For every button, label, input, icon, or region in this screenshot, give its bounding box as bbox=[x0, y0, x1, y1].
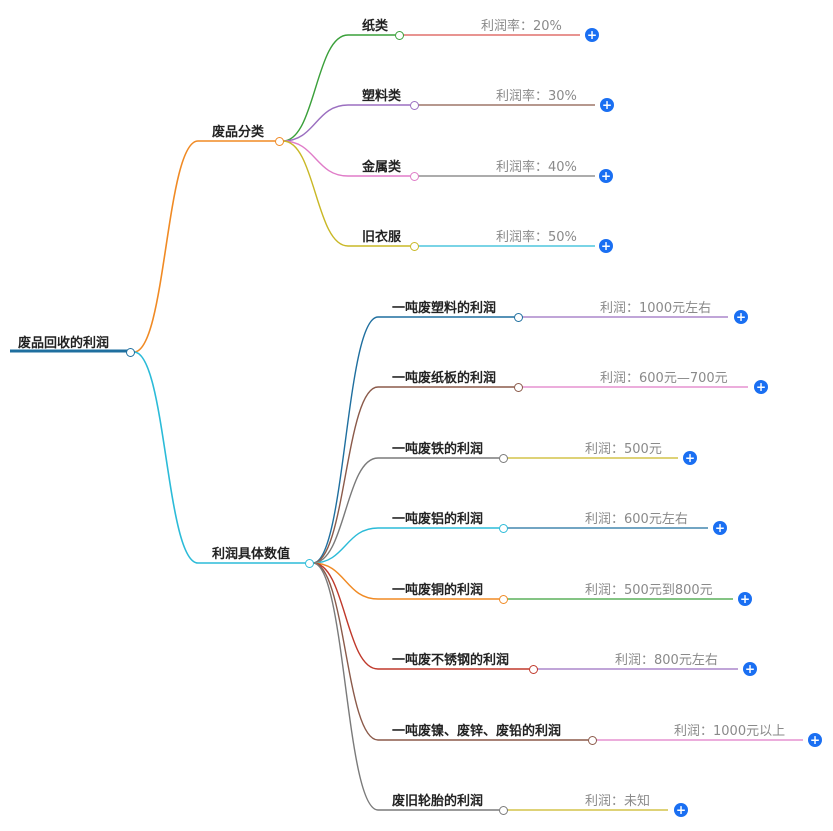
plus-circle-icon[interactable]: + bbox=[754, 380, 768, 394]
plus-circle-icon[interactable]: + bbox=[674, 803, 688, 817]
node-iron-ton-label[interactable]: 一吨废铁的利润 bbox=[392, 442, 484, 457]
b0c2-link bbox=[282, 140, 349, 177]
plus-circle-icon[interactable]: + bbox=[599, 239, 613, 253]
node-tires-collapse-dot[interactable] bbox=[498, 805, 508, 815]
leaf-old-clothes-margin[interactable]: 利润率：50% bbox=[496, 230, 577, 245]
node-stainless-ton-collapse-dot[interactable] bbox=[528, 664, 538, 674]
node-cardboard-ton-label[interactable]: 一吨废纸板的利润 bbox=[392, 371, 497, 386]
b1c6-link bbox=[312, 562, 379, 741]
leaf-aluminum-ton-profit[interactable]: 利润：600元左右 bbox=[585, 512, 688, 527]
leaf-plastic-margin[interactable]: 利润率：30% bbox=[496, 89, 577, 104]
b1c5-link bbox=[312, 562, 379, 670]
leaf-stainless-ton-profit[interactable]: 利润：800元左右 bbox=[615, 653, 718, 668]
leaf-metal-margin[interactable]: 利润率：40% bbox=[496, 160, 577, 175]
node-aluminum-ton-label[interactable]: 一吨废铝的利润 bbox=[392, 512, 484, 527]
b1c2-link bbox=[312, 457, 379, 564]
node-nickel-zinc-lead-ton-label[interactable]: 一吨废镍、废锌、废铅的利润 bbox=[392, 724, 562, 739]
branch-profit-values-collapse-dot[interactable] bbox=[304, 558, 314, 568]
node-paper-collapse-dot[interactable] bbox=[394, 30, 404, 40]
b1c0-link bbox=[312, 316, 379, 564]
plus-circle-icon[interactable]: + bbox=[808, 733, 822, 747]
leaf-tires-profit[interactable]: 利润：未知 bbox=[585, 794, 651, 809]
b0c3-link bbox=[282, 140, 349, 247]
node-tires-label[interactable]: 废旧轮胎的利润 bbox=[392, 794, 484, 809]
b0-link bbox=[133, 140, 199, 353]
node-plastic-label[interactable]: 塑料类 bbox=[362, 89, 402, 104]
leaf-paper-margin[interactable]: 利润率：20% bbox=[481, 19, 562, 34]
branch-profit-values-label[interactable]: 利润具体数值 bbox=[212, 547, 291, 562]
plus-circle-icon[interactable]: + bbox=[713, 521, 727, 535]
plus-circle-icon[interactable]: + bbox=[683, 451, 697, 465]
node-old-clothes-label[interactable]: 旧衣服 bbox=[362, 230, 402, 245]
b1c7-link bbox=[312, 562, 379, 811]
leaf-nickel-zinc-lead-ton-profit[interactable]: 利润：1000元以上 bbox=[674, 724, 786, 739]
branch-waste-category-label[interactable]: 废品分类 bbox=[212, 125, 265, 140]
node-metal-label[interactable]: 金属类 bbox=[362, 160, 402, 175]
node-plastic-ton-collapse-dot[interactable] bbox=[513, 312, 523, 322]
node-stainless-ton-label[interactable]: 一吨废不锈钢的利润 bbox=[392, 653, 510, 668]
branch-waste-category-collapse-dot[interactable] bbox=[274, 136, 284, 146]
b1c3-link bbox=[312, 527, 379, 564]
b0c1-link bbox=[282, 104, 349, 142]
plus-circle-icon[interactable]: + bbox=[585, 28, 599, 42]
leaf-plastic-ton-profit[interactable]: 利润：1000元左右 bbox=[600, 301, 712, 316]
b0c0-link bbox=[282, 34, 349, 142]
leaf-copper-ton-profit[interactable]: 利润：500元到800元 bbox=[585, 583, 713, 598]
b1-link bbox=[133, 351, 199, 564]
node-paper-label[interactable]: 纸类 bbox=[362, 19, 389, 34]
plus-circle-icon[interactable]: + bbox=[600, 98, 614, 112]
node-copper-ton-collapse-dot[interactable] bbox=[498, 594, 508, 604]
node-aluminum-ton-collapse-dot[interactable] bbox=[498, 523, 508, 533]
plus-circle-icon[interactable]: + bbox=[599, 169, 613, 183]
leaf-iron-ton-profit[interactable]: 利润：500元 bbox=[585, 442, 662, 457]
root-node-collapse-dot[interactable] bbox=[125, 347, 135, 357]
plus-circle-icon[interactable]: + bbox=[734, 310, 748, 324]
node-iron-ton-collapse-dot[interactable] bbox=[498, 453, 508, 463]
root-node-label[interactable]: 废品回收的利润 bbox=[18, 336, 110, 351]
node-plastic-ton-label[interactable]: 一吨废塑料的利润 bbox=[392, 301, 497, 316]
b1c1-link bbox=[312, 386, 379, 564]
b1c4-link bbox=[312, 562, 379, 600]
node-metal-collapse-dot[interactable] bbox=[409, 171, 419, 181]
node-old-clothes-collapse-dot[interactable] bbox=[409, 241, 419, 251]
plus-circle-icon[interactable]: + bbox=[743, 662, 757, 676]
node-cardboard-ton-collapse-dot[interactable] bbox=[513, 382, 523, 392]
node-nickel-zinc-lead-ton-collapse-dot[interactable] bbox=[587, 735, 597, 745]
node-copper-ton-label[interactable]: 一吨废铜的利润 bbox=[392, 583, 484, 598]
leaf-cardboard-ton-profit[interactable]: 利润：600元—700元 bbox=[600, 371, 728, 386]
node-plastic-collapse-dot[interactable] bbox=[409, 100, 419, 110]
plus-circle-icon[interactable]: + bbox=[738, 592, 752, 606]
